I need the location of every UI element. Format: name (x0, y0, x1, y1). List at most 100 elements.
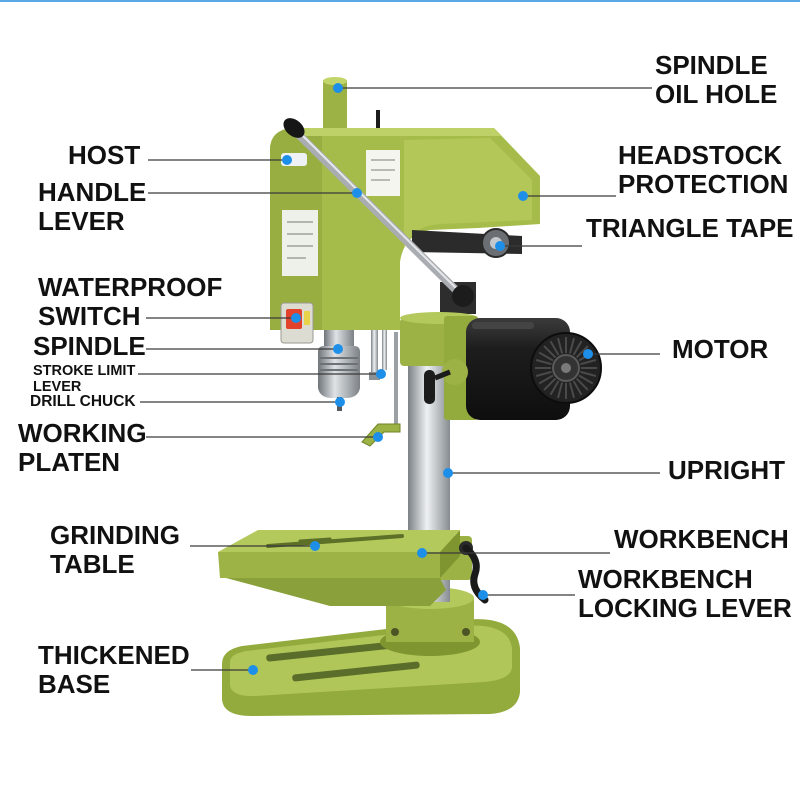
marker-dot-spindle (333, 344, 343, 354)
info-sticker (282, 210, 318, 276)
label-spindle-oil-hole: SPINDLE OIL HOLE (655, 51, 777, 109)
label-drill-chuck: DRILL CHUCK (30, 394, 136, 410)
label-motor: MOTOR (672, 335, 768, 364)
motor-fin (580, 370, 597, 377)
top-border-line (0, 0, 800, 2)
switch-start-button[interactable] (304, 311, 310, 325)
label-upright: UPRIGHT (668, 456, 785, 485)
workbench-locking-lever[interactable] (459, 541, 489, 604)
motor-fin (568, 382, 575, 399)
headstock-protection-cover (404, 138, 532, 248)
label-line: DRILL CHUCK (30, 393, 136, 410)
label-line: SPINDLE (33, 331, 146, 361)
label-line: WATERPROOF (38, 272, 223, 302)
stroke-limit-nut[interactable] (369, 372, 380, 380)
label-line: LEVER (33, 379, 82, 395)
label-workbench: WORKBENCH (614, 525, 789, 554)
motor-fin (580, 359, 597, 366)
label-triangle-tape: TRIANGLE TAPE (586, 214, 794, 243)
label-waterproof-switch: WATERPROOF SWITCH (38, 273, 222, 331)
column-lever-stub (434, 369, 451, 381)
stroke-limit-rod (371, 330, 378, 378)
table-skirt (226, 578, 446, 606)
motor-fin (575, 377, 589, 391)
handle-lever-knob[interactable] (280, 114, 309, 142)
stroke-limit-rod (382, 330, 387, 370)
label-line: PROTECTION (618, 169, 789, 199)
label-line: SPINDLE (655, 50, 768, 80)
label-stroke-limit-lever: STROKE LIMIT LEVER (33, 363, 135, 395)
base-slot (266, 641, 396, 662)
column-lever-handle[interactable] (424, 370, 435, 404)
motor-fin (535, 359, 552, 366)
label-thickened-base: THICKENED BASE (38, 641, 190, 699)
top-pin (376, 110, 380, 130)
label-line: PLATEN (18, 447, 121, 477)
motor-shaft (561, 363, 571, 373)
headstock-top-edge (292, 128, 502, 136)
foot-bolt (391, 628, 399, 636)
label-line: HANDLE (38, 177, 147, 207)
table-side-face (440, 530, 460, 578)
handle-lever[interactable] (280, 114, 474, 307)
label-host: HOST (68, 141, 140, 170)
platen-rod (394, 332, 398, 428)
label-handle-lever: HANDLE LEVER (38, 178, 146, 236)
handle-lever-hub (452, 285, 474, 307)
label-line: HEADSTOCK (618, 140, 783, 170)
marker-dot-thickened-base (248, 665, 258, 675)
motor-fin (578, 374, 594, 385)
marker-dot-workbench-locking-lever (478, 590, 488, 600)
label-spindle: SPINDLE (33, 332, 146, 361)
headstock (270, 77, 540, 330)
motor (466, 318, 602, 420)
label-line: GRINDING (50, 520, 180, 550)
marker-dot-spindle-oil-hole (333, 83, 343, 93)
motor-fin (538, 374, 554, 385)
marker-dot-working-platen (373, 432, 383, 442)
marker-dots (248, 83, 593, 675)
marker-dot-grinding-table (310, 541, 320, 551)
label-line: SWITCH (38, 301, 141, 331)
marker-dot-headstock-protection (518, 191, 528, 201)
label-line: TABLE (50, 549, 135, 579)
table-front-face (218, 552, 440, 578)
label-line: WORKING (18, 418, 147, 448)
motor-fin (557, 382, 564, 399)
column-lever-hub (442, 359, 468, 385)
lever-arm (462, 544, 489, 604)
marker-dot-stroke-limit-lever (376, 369, 386, 379)
handle-lever-bar (294, 130, 466, 300)
label-headstock-protection: HEADSTOCK PROTECTION (618, 141, 788, 199)
label-working-platen: WORKING PLATEN (18, 419, 147, 477)
motor-fin (549, 340, 560, 356)
oil-hole-cap (323, 77, 347, 85)
table-slot (266, 534, 404, 548)
label-line: WORKBENCH (578, 564, 753, 594)
triangle-tape (412, 228, 522, 258)
motor-fin (543, 345, 557, 359)
marker-dot-workbench (417, 548, 427, 558)
label-line: LOCKING LEVER (578, 593, 792, 623)
waterproof-switch[interactable] (280, 302, 314, 344)
thickened-base (222, 619, 520, 716)
label-line: HOST (68, 140, 141, 170)
label-grinding-table: GRINDING TABLE (50, 521, 180, 579)
marker-dot-upright (443, 468, 453, 478)
foot-bolt (462, 628, 470, 636)
motor-fin (543, 377, 557, 391)
motor-fins (535, 337, 597, 399)
label-line: BASE (38, 669, 111, 699)
base-slot (292, 661, 420, 682)
marker-dot-triangle-tape (495, 241, 505, 251)
leader-lines (138, 87, 660, 671)
grinding-table (218, 530, 472, 606)
motor-fin (572, 380, 583, 396)
label-line: LEVER (38, 206, 125, 236)
motor-fin (549, 380, 560, 396)
label-line: MOTOR (672, 334, 769, 364)
motor-fin (568, 337, 575, 354)
motor-fin (572, 340, 583, 356)
marker-dot-waterproof-switch (291, 313, 301, 323)
